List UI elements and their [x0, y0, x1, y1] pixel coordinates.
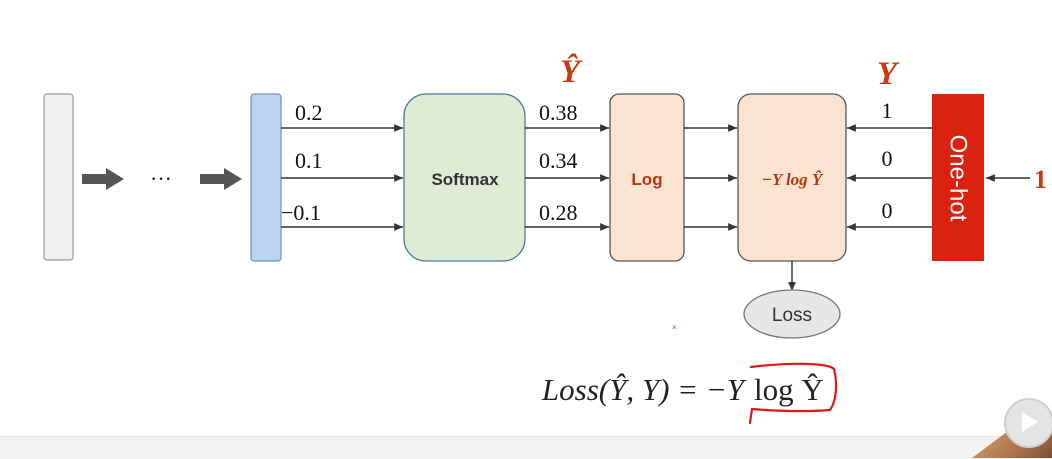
probability-value: 0.38	[539, 100, 578, 125]
one-hot-block	[932, 94, 984, 261]
loss-label: Loss	[772, 305, 812, 326]
loss-node	[743, 289, 841, 339]
highlight-outline	[748, 362, 838, 425]
probability-value: 0.34	[539, 148, 578, 173]
target-value: 0	[882, 198, 893, 223]
softmax-label: Softmax	[431, 170, 499, 189]
thick-arrow-right	[200, 168, 242, 190]
logit-value: 0.1	[295, 148, 323, 173]
loss-formula: Loss(Ŷ, Y) = −Y	[541, 372, 747, 407]
logit-layer	[250, 93, 282, 262]
ellipsis: ···	[150, 166, 172, 191]
y-symbol: Y	[877, 56, 900, 92]
class-index: 1	[1034, 165, 1047, 194]
logit-value: 0.2	[295, 100, 323, 125]
target-value: 0	[882, 146, 893, 171]
cursor-mark: ×	[672, 323, 677, 332]
log-label: Log	[631, 170, 662, 189]
bottom-bar	[0, 436, 1052, 459]
loss-formula-highlight: log Ŷ	[754, 372, 824, 407]
target-value: 1	[882, 98, 893, 123]
input-layer	[43, 93, 74, 261]
neg-y-log-yhat-label: −Y log Ŷ	[762, 170, 824, 189]
play-icon	[1022, 412, 1038, 432]
one-hot-label: One-hot	[945, 135, 972, 222]
thick-arrow-left	[82, 168, 124, 190]
y-hat-symbol: Ŷ	[560, 52, 583, 90]
logit-value: −0.1	[281, 200, 321, 225]
play-button[interactable]	[1004, 398, 1052, 448]
probability-value: 0.28	[539, 200, 578, 225]
